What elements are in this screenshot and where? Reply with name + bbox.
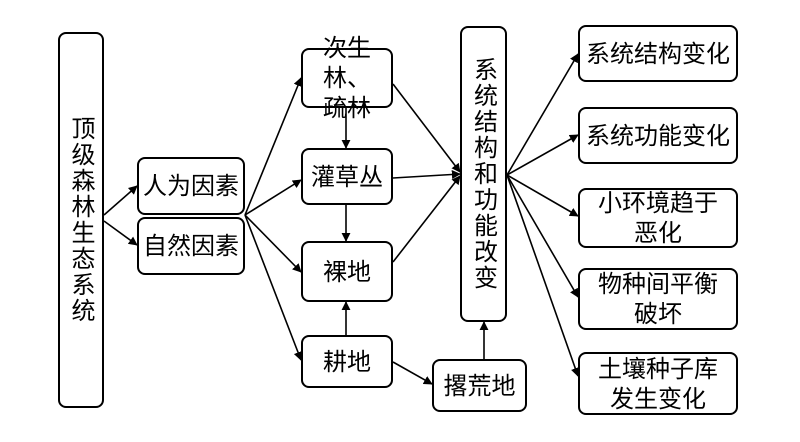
arrow-system-to-microenv	[506, 174, 579, 217]
micro-env-box: 小环境趋于 恶化	[578, 188, 738, 248]
arrow-system-to-structure	[506, 53, 579, 176]
seed-bank-box: 土壤种子库 发生变化	[578, 352, 738, 415]
secondary-forest-box: 次生林、 疏林	[301, 34, 393, 122]
function-change-box: 系统功能变化	[578, 107, 738, 164]
species-balance-box: 物种间平衡 破坏	[578, 268, 738, 330]
arrow-forest-to-human	[103, 185, 138, 216]
arrow-farm-to-abandoned	[392, 361, 433, 385]
farmland-box: 耕地	[301, 335, 393, 388]
arrow-system-to-balance	[506, 174, 579, 298]
climax-forest-box: 顶级森林生态系统	[58, 32, 104, 408]
system-change-box: 系统结构和功能改变	[460, 26, 507, 322]
shrub-box: 灌草丛	[301, 148, 393, 205]
arrow-factors-to-shrub	[244, 179, 302, 216]
abandoned-land-box: 撂荒地	[432, 359, 527, 412]
arrow-system-to-function	[506, 134, 579, 176]
structure-change-box: 系统结构变化	[578, 25, 738, 82]
bare-land-box: 裸地	[301, 241, 393, 302]
arrow-factors-to-farm	[244, 214, 303, 361]
arrow-forest-to-natural	[103, 220, 138, 246]
arrow-factors-to-secondary	[244, 77, 303, 216]
arrow-bare-to-system	[392, 175, 461, 263]
arrow-secondary-to-system	[392, 83, 461, 173]
arrow-factors-to-bare	[244, 214, 302, 273]
natural-factor-box: 自然因素	[137, 217, 245, 275]
human-factor-box: 人为因素	[137, 157, 245, 215]
arrow-system-to-seedbank	[506, 174, 580, 377]
arrow-shrub-to-system	[392, 169, 461, 179]
